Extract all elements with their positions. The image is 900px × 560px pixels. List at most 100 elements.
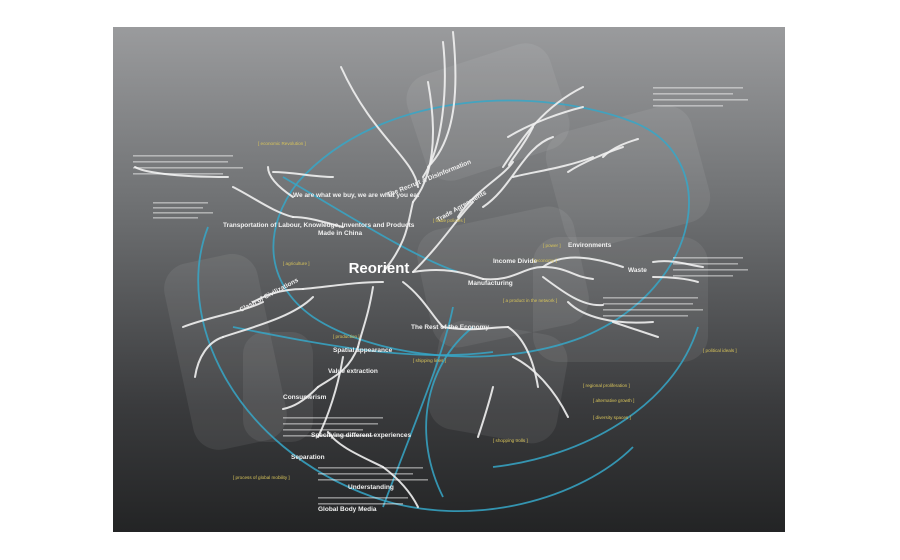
loop xyxy=(425,326,474,498)
loop xyxy=(492,326,699,468)
annotation: [ shipping lines ] xyxy=(413,358,446,363)
branch-line xyxy=(252,288,304,303)
annotation: [ political ideals ] xyxy=(703,348,737,353)
faint-text-line xyxy=(603,297,698,299)
faint-text-line xyxy=(603,309,703,311)
branch-line xyxy=(222,296,314,338)
branch-line xyxy=(567,301,654,324)
faint-text-line xyxy=(673,263,738,265)
branch-label: Income Divide xyxy=(493,258,537,265)
branch-label: Transportation of Labour, Knowledge, Inv… xyxy=(223,222,415,229)
panel xyxy=(545,105,711,249)
annotation: [ shopping trolls ] xyxy=(493,438,528,443)
branch-line xyxy=(412,81,434,203)
faint-text-line xyxy=(603,315,688,317)
faint-text-line xyxy=(133,155,233,157)
branch-line xyxy=(477,386,494,438)
branch-line xyxy=(402,281,444,328)
annotation: [ regional proliferation ] xyxy=(583,383,630,388)
faint-text-line xyxy=(283,435,373,437)
branch-line xyxy=(357,286,374,348)
branch-label: Global Body Media xyxy=(318,506,377,513)
branch-line xyxy=(602,138,639,158)
annotation: [ power ] xyxy=(543,243,561,248)
annotation: [ production ] xyxy=(333,334,360,339)
faint-text-line xyxy=(133,173,223,175)
faint-text-line xyxy=(653,93,733,95)
loop xyxy=(232,326,494,357)
faint-text-line xyxy=(283,423,378,425)
faint-text-line xyxy=(653,105,723,107)
branch-line xyxy=(182,301,264,328)
panel xyxy=(417,206,589,348)
background-panels xyxy=(164,43,711,450)
branch-label: We are what we buy, we are what you eat xyxy=(293,192,420,199)
annotation: [ trade policies ] xyxy=(433,218,465,223)
branch-label: Value extraction xyxy=(328,368,378,375)
loop xyxy=(272,99,690,358)
branch-label: Manufacturing xyxy=(468,280,513,287)
branch-line xyxy=(382,201,414,273)
branch-line xyxy=(652,276,699,283)
annotation: [ alternative growth ] xyxy=(593,398,634,403)
faint-text-line xyxy=(283,417,383,419)
panel xyxy=(164,253,287,450)
faint-text-line xyxy=(318,503,403,505)
branch-line xyxy=(340,66,419,188)
branch-label: Environments xyxy=(568,242,612,249)
branch-label: The Rest of the Economy xyxy=(411,324,489,331)
annotation: [ economy ] xyxy=(533,258,557,263)
branch-line xyxy=(412,201,474,273)
faint-text-line xyxy=(153,202,208,204)
branch-line xyxy=(282,386,319,410)
branch-line xyxy=(194,336,224,378)
annotation: [ a product in the network ] xyxy=(503,298,557,303)
branch-line xyxy=(267,166,294,198)
faint-text-line xyxy=(153,207,203,209)
branch-label: Made in China xyxy=(318,230,362,237)
panel xyxy=(243,332,313,442)
panel xyxy=(533,237,708,362)
branch-line xyxy=(512,156,594,178)
branch-line xyxy=(652,260,704,268)
branch-line xyxy=(272,171,334,178)
branch-line xyxy=(232,186,294,218)
faint-text-line xyxy=(673,269,748,271)
branch-label: Consumerism xyxy=(283,394,327,401)
faint-text-line xyxy=(673,257,743,259)
faint-text-line xyxy=(133,161,228,163)
branch-line xyxy=(457,161,514,218)
faint-text-line xyxy=(653,99,748,101)
annotation: [ diversity spaces ] xyxy=(593,415,631,420)
faint-text-line xyxy=(153,217,198,219)
branch-lines xyxy=(134,31,704,508)
annotation: [ economic Revolution ] xyxy=(258,141,306,146)
branch-line xyxy=(542,276,604,307)
branch-line xyxy=(542,256,624,268)
branch-line xyxy=(292,216,344,228)
branch-label: Separation xyxy=(291,454,325,461)
loop xyxy=(382,306,454,508)
loop xyxy=(197,226,634,513)
faint-text-line xyxy=(673,275,733,277)
central-node: Reorient xyxy=(349,260,410,277)
faint-text-line xyxy=(318,473,413,475)
faint-text-line xyxy=(318,479,428,481)
branch-line xyxy=(327,431,384,468)
branch-line xyxy=(512,356,569,418)
faint-text-line xyxy=(318,497,408,499)
branch-line xyxy=(612,321,659,338)
branch-line xyxy=(507,106,584,138)
branch-line xyxy=(427,31,457,168)
faint-text-line xyxy=(133,167,243,169)
panel xyxy=(406,43,570,181)
loop xyxy=(282,176,459,273)
branch-label: Specifying different experiences xyxy=(311,432,411,439)
faint-text-line xyxy=(153,212,213,214)
branch-line xyxy=(442,326,509,331)
branch-line xyxy=(567,146,624,173)
branch-label: Understanding xyxy=(348,484,394,491)
faint-text-line xyxy=(603,303,693,305)
branch-line xyxy=(482,136,554,208)
